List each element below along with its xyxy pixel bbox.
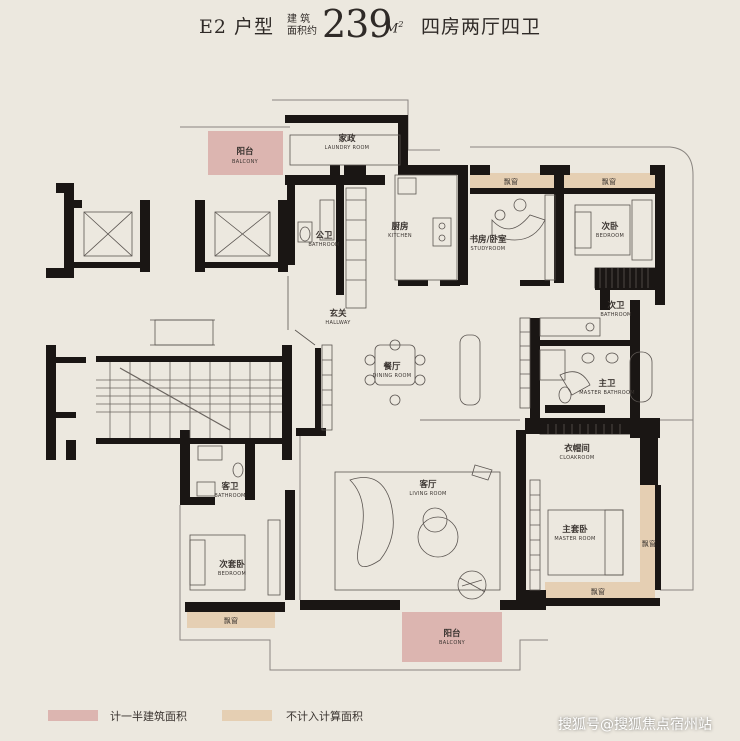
public-bath-en: BATHROOM bbox=[308, 242, 339, 248]
dining-label: 餐厅 bbox=[382, 361, 401, 372]
legend: 计一半建筑面积 不计入计算面积 bbox=[0, 708, 740, 724]
laundry-en: LAUNDRY ROOM bbox=[325, 145, 370, 151]
cloakroom-en: CLOAKROOM bbox=[559, 455, 594, 461]
master-bath-en: MASTER BATHROOM bbox=[579, 390, 635, 396]
floor-plan: 阳台 BALCONY 家政 LAUNDRY ROOM 公卫 BATHROOM 厨… bbox=[46, 99, 694, 671]
watermark: 搜狐号@搜狐焦点宿州站 bbox=[558, 717, 712, 733]
cloakroom-label: 衣帽间 bbox=[564, 443, 590, 454]
laundry-label: 家政 bbox=[338, 133, 356, 144]
study-en: STUDYROOM bbox=[471, 246, 506, 252]
living-en: LIVING ROOM bbox=[409, 491, 446, 497]
guest-bath-label: 客卫 bbox=[220, 481, 239, 492]
bay-window-label-study: 飘窗 bbox=[504, 177, 519, 186]
area-label-line1: 建 筑 bbox=[287, 14, 311, 25]
second-suite-en: BEDROOM bbox=[218, 571, 246, 577]
fixtures bbox=[83, 134, 656, 600]
second-bath-en: BATHROOM bbox=[600, 312, 631, 318]
bay-window-label-bedroom: 飘窗 bbox=[602, 177, 617, 186]
area-label: 建 筑 面积约 bbox=[287, 14, 325, 38]
bedroom-en: BEDROOM bbox=[596, 233, 624, 239]
living-label: 客厅 bbox=[418, 479, 437, 490]
bay-window-study bbox=[470, 173, 554, 190]
area-unit-sup: 2 bbox=[398, 20, 404, 29]
dining-en: DINING ROOM bbox=[373, 373, 412, 379]
balcony-bottom-label: 阳台 bbox=[443, 628, 461, 639]
master-bedroom-en: MASTER ROOM bbox=[554, 536, 595, 542]
room-labels: 阳台 BALCONY 家政 LAUNDRY ROOM 公卫 BATHROOM 厨… bbox=[214, 133, 656, 646]
hallway-label: 玄关 bbox=[329, 308, 347, 319]
bay-window-label-master-side: 飘窗 bbox=[642, 539, 657, 548]
balcony-bottom-area bbox=[402, 612, 502, 662]
area-value: 239 bbox=[322, 2, 393, 46]
legend-swatch-excluded bbox=[222, 710, 272, 721]
balcony-top-label: 阳台 bbox=[236, 146, 254, 157]
outline-lines bbox=[179, 99, 694, 671]
legend-label-half: 计一半建筑面积 bbox=[110, 710, 187, 723]
balcony-top-en: BALCONY bbox=[232, 159, 259, 165]
bay-window-bedroom bbox=[563, 173, 656, 190]
bay-window-master-bottom bbox=[545, 582, 655, 599]
layout-description: 四房两厅四卫 bbox=[421, 16, 542, 38]
bay-window-label-master-bottom: 飘窗 bbox=[591, 587, 606, 596]
header: E2 户型 建 筑 面积约 239 M2 四房两厅四卫 bbox=[0, 0, 740, 48]
bay-window-suite bbox=[187, 612, 275, 628]
master-bedroom-label: 主套卧 bbox=[562, 524, 588, 535]
area-label-line2: 面积约 bbox=[287, 26, 317, 37]
public-bath-label: 公卫 bbox=[315, 231, 333, 241]
bedroom-label: 次卧 bbox=[601, 221, 619, 232]
balcony-top-area bbox=[208, 131, 283, 175]
hallway-en: HALLWAY bbox=[325, 320, 351, 326]
legend-label-excluded: 不计入计算面积 bbox=[286, 710, 363, 723]
area-unit: M2 bbox=[385, 20, 403, 36]
study-label: 书房/卧室 bbox=[469, 234, 507, 245]
balcony-bottom-en: BALCONY bbox=[439, 640, 466, 646]
bay-window-label-suite: 飘窗 bbox=[224, 616, 239, 625]
guest-bath-en: BATHROOM bbox=[214, 493, 245, 499]
kitchen-en: KITCHEN bbox=[388, 233, 412, 239]
master-bath-label: 主卫 bbox=[598, 378, 616, 389]
legend-swatch-half bbox=[48, 710, 98, 721]
unit-type-title: E2 户型 bbox=[199, 16, 274, 38]
second-suite-label: 次套卧 bbox=[219, 559, 245, 570]
second-bath-label: 次卫 bbox=[607, 300, 625, 311]
kitchen-label: 厨房 bbox=[391, 221, 408, 232]
area-unit-m: M bbox=[385, 21, 399, 37]
walls bbox=[46, 115, 665, 612]
